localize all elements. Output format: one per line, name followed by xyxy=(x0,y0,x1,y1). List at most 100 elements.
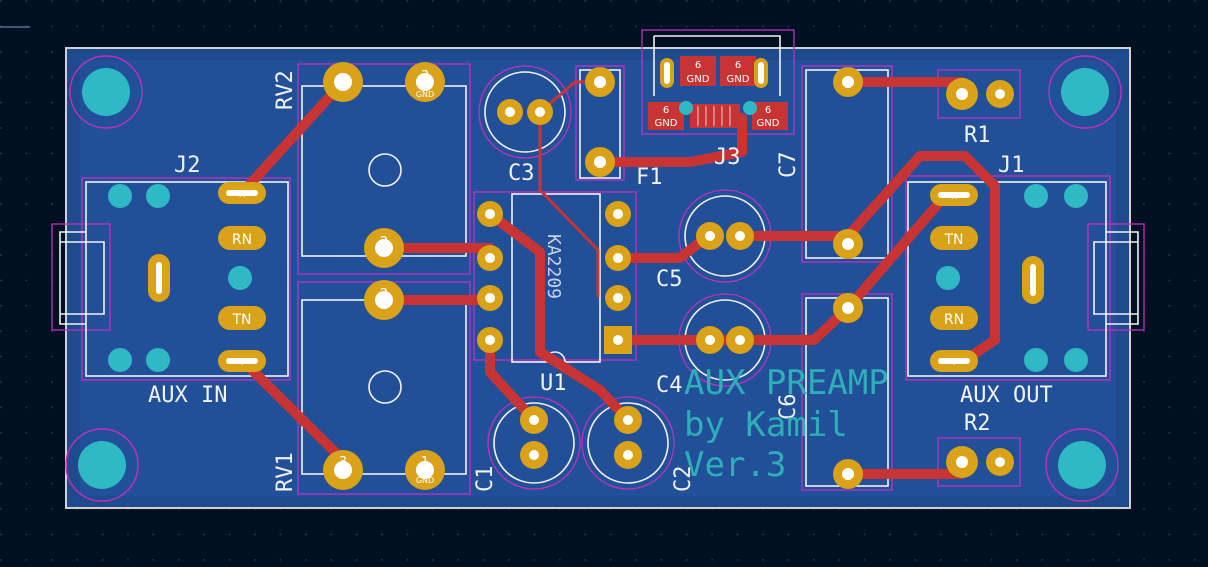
silk-j2-body xyxy=(85,181,289,377)
j3-pad-net: GND xyxy=(655,118,678,129)
pad-hole xyxy=(535,107,545,117)
label-aux-in: AUX IN xyxy=(148,383,227,408)
pad-number: 1 xyxy=(339,75,347,90)
courtyard-j1 xyxy=(905,175,1111,381)
courtyard-j3 xyxy=(641,29,795,135)
pad-hole xyxy=(956,88,968,100)
courtyard-j2 xyxy=(81,177,291,381)
mount-hole-courtyard xyxy=(65,428,139,502)
j3-via[interactable] xyxy=(679,101,693,115)
j3-pad[interactable] xyxy=(720,56,756,86)
mounting-holes[interactable] xyxy=(65,55,1122,502)
courtyard-c1 xyxy=(487,396,581,490)
npth-j1 xyxy=(1064,184,1088,208)
pad-hole xyxy=(529,415,539,425)
board-version: Ver.3 xyxy=(684,445,786,485)
label-rv2: RV2 xyxy=(273,70,298,110)
pads[interactable] xyxy=(108,62,1088,490)
designators: RV2 RV1 J2 J1 AUX IN AUX OUT C3 F1 J3 C7… xyxy=(148,70,1053,492)
mount-hole-tr[interactable] xyxy=(1061,68,1109,116)
label-c4: C4 xyxy=(656,373,683,398)
pad-hole xyxy=(529,450,539,460)
track-c3-u1[interactable] xyxy=(538,110,600,298)
courtyard-f1 xyxy=(575,65,625,181)
j3-via[interactable] xyxy=(743,101,757,115)
pad-j2-tn[interactable] xyxy=(218,306,266,330)
courtyard-rv2 xyxy=(297,63,471,275)
pad-slot xyxy=(1030,264,1036,296)
pad-slot xyxy=(156,262,162,294)
track-f1-j3[interactable] xyxy=(593,113,747,167)
pad-number: 3 xyxy=(487,294,493,305)
j3-pad[interactable] xyxy=(680,56,716,86)
j3-pad-number: 6 xyxy=(663,105,669,116)
npth-j2 xyxy=(146,184,170,208)
board-author: by Kamil xyxy=(684,405,848,445)
pad-net: TN xyxy=(943,232,963,248)
j3-shield-hole xyxy=(664,62,670,84)
pad-net: GND xyxy=(416,90,434,99)
track-j2-rv1[interactable] xyxy=(237,355,348,465)
silk-c1-body xyxy=(493,402,575,484)
pad-j2-rn[interactable] xyxy=(218,226,266,250)
pad-slot xyxy=(226,358,258,364)
pad-hole xyxy=(613,209,623,219)
pad-hole xyxy=(623,450,633,460)
j3-pad[interactable] xyxy=(752,102,788,130)
pad-hole xyxy=(594,76,606,88)
pad-number: 1 xyxy=(845,78,851,89)
label-r2: R2 xyxy=(964,411,991,436)
mount-hole-br[interactable] xyxy=(1058,441,1106,489)
pad-hole xyxy=(485,209,495,219)
pad-hole xyxy=(485,253,495,263)
board-text: AUX PREAMP by Kamil Ver.3 xyxy=(684,363,889,485)
pad-j1-rn[interactable] xyxy=(930,306,978,330)
pad-hole xyxy=(416,461,434,479)
courtyards xyxy=(51,29,1145,495)
pad-hole xyxy=(594,156,606,168)
pad-hole xyxy=(485,293,495,303)
pad-net: RN xyxy=(944,312,964,328)
pad-labels: 1 3 GND 2 2 3 1 GND 1 2 3 4 5 6 7 8 1 2 … xyxy=(231,69,964,485)
npth-j2 xyxy=(108,348,132,372)
pad-number: 3 xyxy=(421,69,429,84)
pad-number: 3 xyxy=(339,455,347,470)
connector-j3[interactable]: 6 GND 6 GND 6 GND 6 GND xyxy=(648,56,788,130)
pad-number: 2 xyxy=(380,235,388,250)
j3-pad[interactable] xyxy=(648,102,684,130)
pad-number: 8 xyxy=(615,210,621,221)
pad-hole xyxy=(705,335,715,345)
pad-number: 1 xyxy=(487,210,493,221)
pad-number: 7 xyxy=(615,336,621,347)
pad-hole xyxy=(613,293,623,303)
silk-j2-tab xyxy=(59,231,105,325)
mount-hole-tl[interactable] xyxy=(82,68,130,116)
mount-hole-courtyard xyxy=(1048,55,1122,129)
silk-j1-tab xyxy=(1093,231,1139,325)
pad-hole xyxy=(842,302,854,314)
track-rv2-j2[interactable] xyxy=(237,77,348,198)
pad-number: 1 xyxy=(421,455,429,470)
pad-hole xyxy=(485,335,495,345)
npth-j1 xyxy=(1024,348,1048,372)
pad-number: 2 xyxy=(845,470,851,481)
label-j3: J3 xyxy=(714,145,741,170)
pad-slot xyxy=(938,358,970,364)
j3-pad-net: GND xyxy=(687,74,710,85)
label-c3: C3 xyxy=(508,161,535,186)
track-u1-c2[interactable] xyxy=(485,209,633,425)
mount-hole-bl[interactable] xyxy=(78,441,126,489)
label-c1: C1 xyxy=(473,466,498,493)
pad-j1-tn[interactable] xyxy=(930,226,978,250)
courtyard-c3 xyxy=(478,65,572,159)
j3-pad-number: 6 xyxy=(765,105,771,116)
mount-hole-courtyard xyxy=(69,55,143,129)
pad-hole xyxy=(735,335,745,345)
pad-hole xyxy=(623,415,633,425)
board-title: AUX PREAMP xyxy=(684,363,889,403)
npth-j1 xyxy=(1024,184,1048,208)
pad-hole xyxy=(334,461,352,479)
pad-hole xyxy=(705,231,715,241)
